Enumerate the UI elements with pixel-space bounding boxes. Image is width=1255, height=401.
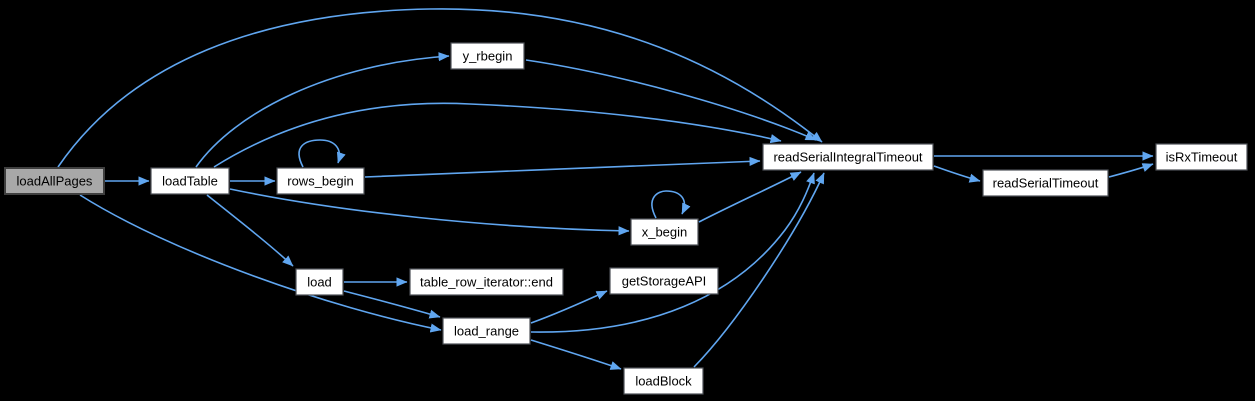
nodes-layer: loadAllPages loadTable y_rbegin rows_beginx… xyxy=(4,42,1248,395)
node-box-y_rbegin[interactable] xyxy=(450,42,525,70)
node-label-loadAllPages: loadAllPages xyxy=(17,174,93,189)
node-box-load[interactable] xyxy=(295,268,344,296)
node-loadTable[interactable]: loadTable xyxy=(150,167,230,195)
node-box-getStorageAPI[interactable] xyxy=(609,267,719,295)
edge-readSerialTimeout-to-isRxTimeout xyxy=(1108,163,1154,178)
node-label-loadBlock: loadBlock xyxy=(635,374,692,389)
node-isRxTimeout[interactable]: isRxTimeout xyxy=(1155,143,1248,171)
node-label-load_range: load_range xyxy=(454,324,519,339)
edge-loadTable-to-readSerialIntegralTimeout xyxy=(213,102,782,168)
node-readSerialIntegralTimeout[interactable]: readSerialIntegralTimeout xyxy=(762,143,934,171)
node-y_rbegin[interactable]: y_rbegin xyxy=(450,42,525,70)
node-box-load_range[interactable] xyxy=(442,317,531,345)
edge-loadTable-to-x_begin xyxy=(229,188,630,236)
edge-readSerialIntegralTimeout-to-readSerialTimeout xyxy=(933,165,981,183)
node-loadAllPages[interactable]: loadAllPages xyxy=(4,167,105,195)
edge-loadBlock-to-readSerialIntegralTimeout xyxy=(693,172,825,368)
node-load_range[interactable]: load_range xyxy=(442,317,531,345)
node-load[interactable]: load xyxy=(295,268,344,296)
node-box-readSerialIntegralTimeout[interactable] xyxy=(762,143,934,171)
edges-layer xyxy=(57,8,1154,370)
node-label-readSerialTimeout: readSerialTimeout xyxy=(993,176,1099,191)
node-box-x_begin[interactable] xyxy=(630,218,699,246)
node-label-getStorageAPI: getStorageAPI xyxy=(622,274,707,289)
node-box-isRxTimeout[interactable] xyxy=(1155,143,1248,171)
node-getStorageAPI[interactable]: getStorageAPI xyxy=(609,267,719,295)
node-table_row_iterator_end[interactable]: table_row_iterator::end xyxy=(409,268,564,296)
node-box-loadBlock[interactable] xyxy=(623,367,704,395)
node-label-rows_begin: rows_begin xyxy=(287,174,354,189)
node-rows_begin[interactable]: rows_begin xyxy=(276,167,365,195)
edge-x_begin-to-readSerialIntegralTimeout xyxy=(698,171,802,223)
node-x_begin[interactable]: x_begin xyxy=(630,218,699,246)
node-label-x_begin: x_begin xyxy=(642,225,688,240)
edge-load_range-to-loadBlock xyxy=(530,339,622,370)
edge-loadAllPages-to-readSerialIntegralTimeout xyxy=(57,8,823,168)
node-label-load: load xyxy=(307,275,332,290)
edge-loadAllPages-to-load_range xyxy=(79,194,442,333)
edge-rows_begin-to-rows_begin xyxy=(298,139,346,168)
edge-x_begin-to-x_begin xyxy=(651,190,691,219)
node-label-y_rbegin: y_rbegin xyxy=(463,49,513,64)
node-box-table_row_iterator_end[interactable] xyxy=(409,268,564,296)
node-box-loadAllPages[interactable] xyxy=(4,167,105,195)
node-box-loadTable[interactable] xyxy=(150,167,230,195)
node-label-table_row_iterator_end: table_row_iterator::end xyxy=(420,275,553,290)
node-label-isRxTimeout: isRxTimeout xyxy=(1166,150,1238,165)
node-label-readSerialIntegralTimeout: readSerialIntegralTimeout xyxy=(773,150,922,165)
edge-load-to-load_range xyxy=(343,290,441,319)
edge-load_range-to-getStorageAPI xyxy=(530,290,608,324)
node-box-rows_begin[interactable] xyxy=(276,167,365,195)
edge-rows_begin-to-readSerialIntegralTimeout xyxy=(364,156,761,178)
node-box-readSerialTimeout[interactable] xyxy=(982,169,1109,197)
node-loadBlock[interactable]: loadBlock xyxy=(623,367,704,395)
edge-loadTable-to-y_rbegin xyxy=(195,52,450,168)
edge-loadTable-to-load xyxy=(206,194,294,267)
node-label-loadTable: loadTable xyxy=(162,174,218,189)
edge-y_rbegin-to-readSerialIntegralTimeout xyxy=(525,59,817,141)
edge-load_range-to-readSerialIntegralTimeout xyxy=(530,172,815,333)
node-readSerialTimeout[interactable]: readSerialTimeout xyxy=(982,169,1109,197)
